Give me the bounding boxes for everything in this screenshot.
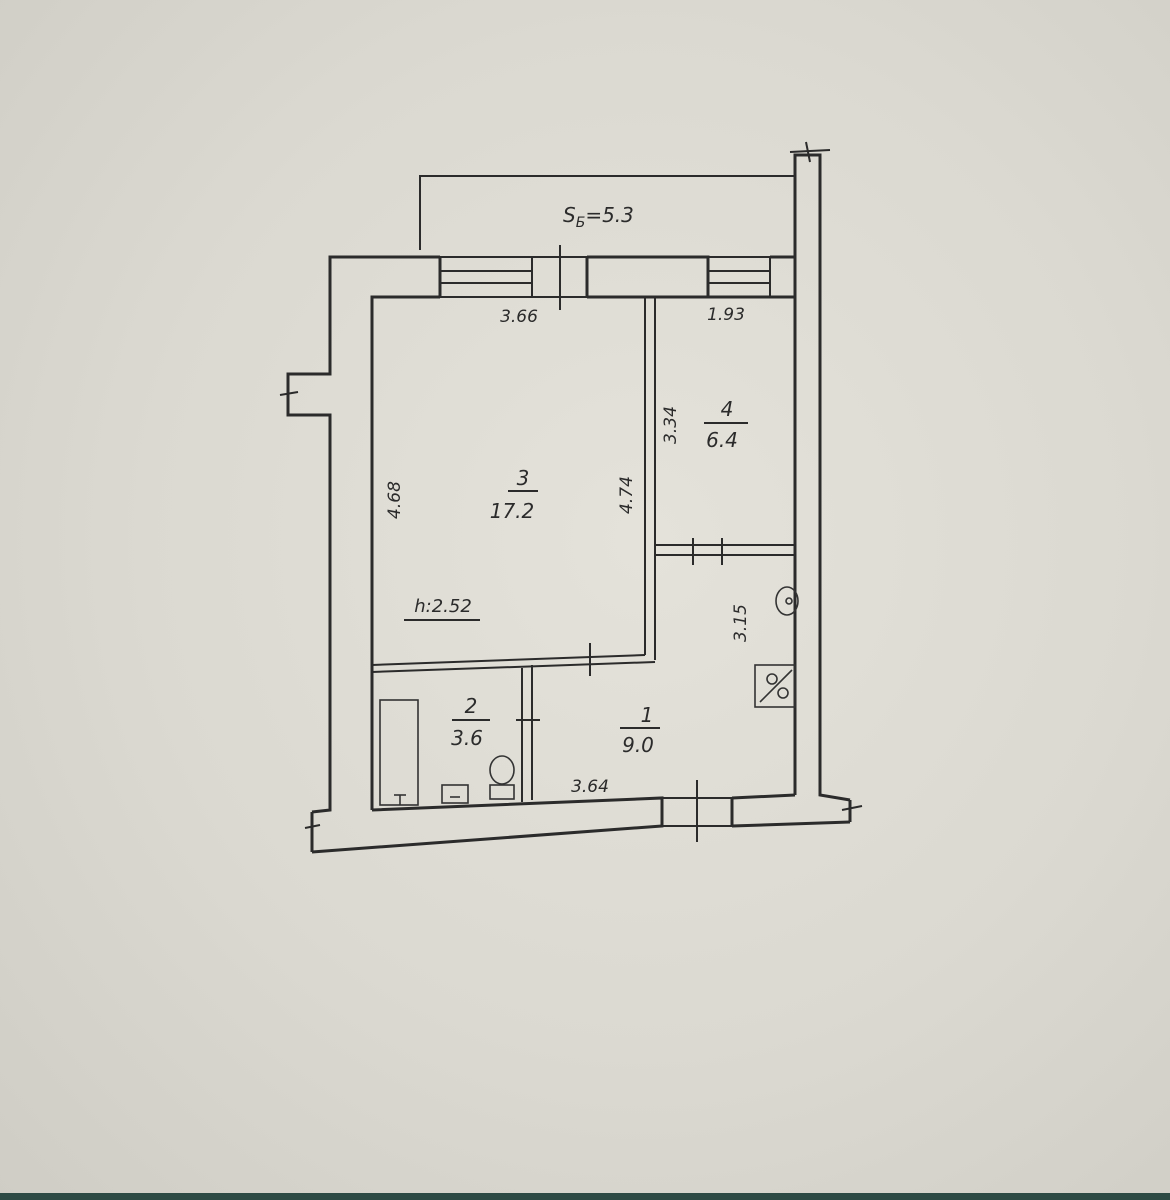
dim-room3-width: 3.66 bbox=[500, 307, 538, 327]
dim-room3-right-height: 4.74 bbox=[617, 476, 637, 514]
ceiling-height-label: h:2.52 bbox=[414, 596, 472, 617]
room-1-number: 1 bbox=[641, 703, 654, 727]
dim-room1-width: 3.64 bbox=[571, 777, 609, 797]
stove-icon bbox=[754, 664, 796, 708]
room-2-area: 3.6 bbox=[451, 726, 483, 750]
sink-icon bbox=[775, 586, 799, 616]
room-3-number: 3 bbox=[517, 466, 530, 490]
dim-room1-height: 3.15 bbox=[731, 604, 751, 642]
room-2-number: 2 bbox=[465, 694, 478, 718]
outer-walls bbox=[279, 141, 863, 854]
balcony-area-label: SБ=5.3 bbox=[563, 203, 634, 231]
room-1-area: 9.0 bbox=[622, 733, 654, 757]
toilet-icon bbox=[441, 755, 515, 804]
bottom-edge bbox=[0, 1193, 1170, 1200]
room-4-number: 4 bbox=[721, 397, 734, 421]
room-3-area: 17.2 bbox=[490, 499, 535, 523]
room-4-area: 6.4 bbox=[706, 428, 738, 452]
bathtub-icon bbox=[379, 699, 419, 806]
interior-walls bbox=[371, 297, 795, 802]
dim-room4-width: 1.93 bbox=[707, 305, 745, 325]
room-fraction-lines bbox=[404, 422, 748, 729]
dim-room4-height: 3.34 bbox=[661, 406, 681, 444]
dim-room3-left-height: 4.68 bbox=[385, 481, 405, 519]
